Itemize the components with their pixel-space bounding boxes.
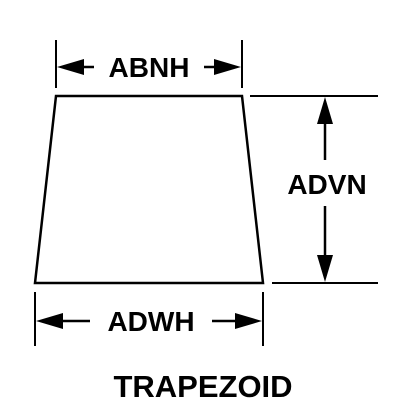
bottom-width-dimension: ADWH <box>34 292 264 346</box>
top-width-dimension: ABNH <box>55 40 243 88</box>
height-dimension: ADVN <box>250 95 378 284</box>
bottom-width-arrow-right <box>235 313 262 329</box>
height-label: ADVN <box>287 169 366 200</box>
top-width-label: ABNH <box>109 52 190 83</box>
trapezoid-shape <box>33 94 265 285</box>
bottom-width-label: ADWH <box>107 306 194 337</box>
height-arrow-up <box>317 97 333 124</box>
top-width-arrow-right <box>214 59 241 75</box>
bottom-width-arrow-left <box>36 313 63 329</box>
height-arrow-down <box>317 255 333 282</box>
top-width-arrow-left <box>57 59 84 75</box>
shape-name-caption: TRAPEZOID <box>113 369 292 404</box>
